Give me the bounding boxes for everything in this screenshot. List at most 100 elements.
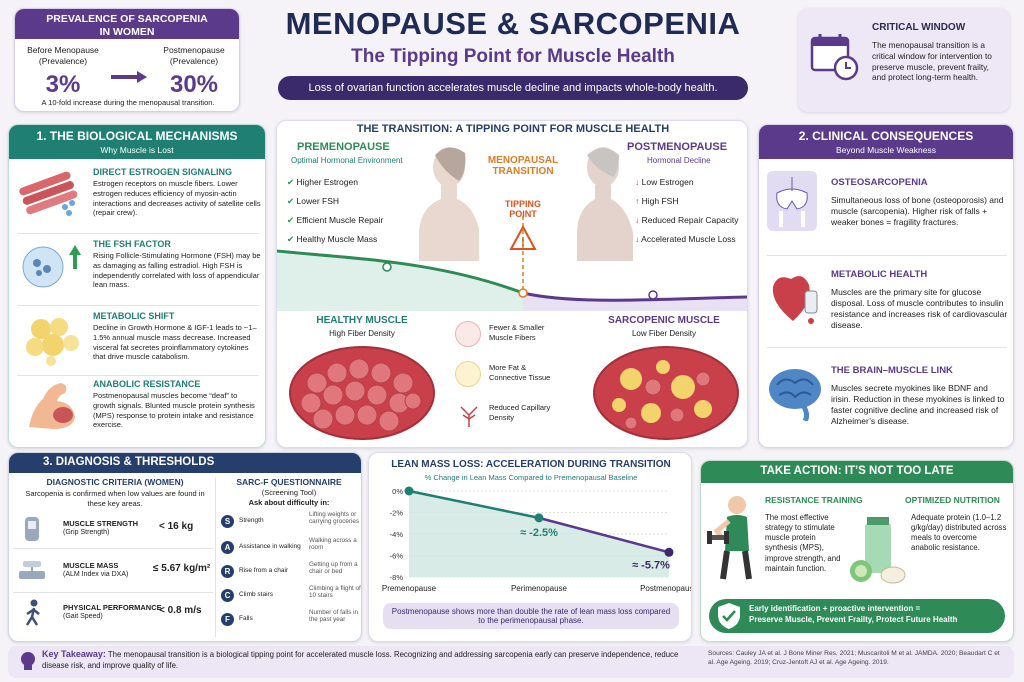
sarcf-desc: Walking across a room [309, 537, 357, 551]
criteria-row: PHYSICAL PERFORMANCE (Gait Speed) < 0.8 … [13, 593, 213, 633]
action-card: TAKE ACTION: IT’S NOT TOO LATE RESISTANC… [700, 460, 1014, 642]
mechanism-title: ANABOLIC RESISTANCE [93, 379, 201, 389]
y-tick-label: -8% [390, 573, 404, 582]
nutrition-icon [847, 513, 907, 592]
sarcopenic-muscle-subtitle: Low Fiber Density [631, 329, 697, 338]
data-point [664, 547, 674, 557]
mechanism-title: METABOLIC SHIFT [93, 311, 175, 321]
sarcf-subtitle: (Screening Tool) [261, 488, 317, 497]
criteria-label: MUSCLE MASS [63, 561, 119, 570]
mechanism-item: METABOLIC SHIFT Decline in Growth Hormon… [9, 307, 265, 377]
sarcopenic-muscle-cross-section [591, 343, 741, 447]
criteria-value: < 16 kg [159, 521, 194, 532]
heart-glucose-icon [767, 267, 823, 332]
change-item: More Fat & Connective Tissue [489, 363, 551, 382]
criteria-sub: (Grip Strength) [63, 529, 110, 536]
diagnosis-title: 3. DIAGNOSIS & THRESHOLDS [9, 453, 361, 473]
hormone-cell-icon [19, 241, 85, 296]
clinical-title: 2. CLINICAL CONSEQUENCES [798, 129, 974, 143]
nutrition-title: OPTIMIZED NUTRITION [905, 495, 1000, 505]
banner: Loss of ovarian function accelerates mus… [278, 76, 748, 100]
mechanism-item: DIRECT ESTROGEN SIGNALING Estrogen recep… [9, 161, 265, 231]
criteria-label: PHYSICAL PERFORMANCE [63, 603, 162, 612]
post-item: Low Estrogen [641, 177, 694, 187]
check-icon: ✔ [287, 196, 295, 206]
data-label: ≈ -2.5% [520, 527, 558, 539]
sarcf-letter: A [221, 541, 234, 554]
nutrition-text: Adequate protein (1.0–1.2 g/kg/day) dist… [911, 513, 1007, 553]
mechanism-text: Decline in Growth Hormone & IGF-1 leads … [93, 323, 257, 362]
chart-note: Postmenopause shows more than double the… [383, 603, 679, 629]
after-value: 30% [169, 71, 219, 98]
sarcf-letter: S [221, 515, 234, 528]
mechanism-text: Postmenopausal muscles become “deaf” to … [93, 391, 255, 430]
shield-check-icon [715, 602, 743, 635]
sarcf-letter: R [221, 565, 234, 578]
chart-title: LEAN MASS LOSS: ACCELERATION DURING TRAN… [391, 459, 671, 470]
transition-panel: THE TRANSITION: A TIPPING POINT FOR MUSC… [276, 120, 748, 448]
mechanisms-title: 1. THE BIOLOGICAL MECHANISMS [36, 129, 238, 143]
pelvis-bone-icon [767, 171, 817, 236]
sarcf-letter: F [221, 613, 234, 626]
post-list: ↓ Low Estrogen ↑ High FSH ↓ Reduced Repa… [635, 177, 738, 253]
clinical-item: OSTEOSARCOPENIA Simultaneous loss of bon… [759, 163, 1013, 253]
criteria-sub: (ALM Index via DXA) [63, 571, 129, 578]
sarcf-name: Strength [239, 517, 264, 524]
sarcf-name: Rise from a chair [239, 567, 289, 574]
pre-list: ✔ Higher Estrogen ✔ Lower FSH ✔ Efficien… [287, 177, 383, 253]
clinical-card: 2. CLINICAL CONSEQUENCES Beyond Muscle W… [758, 124, 1014, 448]
pre-item: Healthy Muscle Mass [296, 234, 378, 244]
arrow-right-icon [109, 69, 149, 85]
x-tick-label: Postmenopause [640, 584, 692, 593]
chart-subtitle: % Change in Lean Mass Compared to Premen… [424, 473, 638, 482]
capillary-icon [457, 403, 481, 432]
header: MENOPAUSE & SARCOPENIA The Tipping Point… [248, 6, 778, 100]
mechanisms-subtitle: Why Muscle is Lost [100, 145, 174, 155]
mechanism-item: THE FSH FACTOR Rising Follicle-Stimulati… [9, 235, 265, 305]
critical-window-card: CRITICAL WINDOW The menopausal transitio… [798, 8, 1010, 112]
cta-text: Early identification + proactive interve… [749, 604, 958, 625]
woman-profile-young-icon [413, 141, 483, 266]
clinical-item-title: THE BRAIN–MUSCLE LINK [831, 365, 953, 376]
muscle-fiber-icon [17, 167, 79, 222]
clinical-item: THE BRAIN–MUSCLE LINK Muscles secrete my… [759, 349, 1013, 447]
takeaway: Key Takeaway: The menopausal transition … [42, 649, 702, 671]
sarcf-name: Climb stairs [239, 591, 273, 598]
post-item: Reduced Repair Capacity [641, 215, 739, 225]
critical-text: The menopausal transition is a critical … [872, 40, 992, 83]
mechanism-title: THE FSH FACTOR [93, 239, 171, 249]
walking-person-icon [21, 599, 45, 632]
flexed-arm-icon [23, 377, 85, 438]
clinical-item: METABOLIC HEALTH Muscles are the primary… [759, 257, 1013, 347]
criteria-row: MUSCLE MASS (ALM Index via DXA) ≤ 5.67 k… [13, 549, 213, 593]
before-value: 3% [45, 71, 81, 98]
arrow-down-icon: ↑ [635, 196, 640, 206]
cta-box: Early identification + proactive interve… [709, 599, 1005, 633]
clinical-item-text: Muscles are the primary site for glucose… [831, 287, 1008, 331]
post-item: Accelerated Muscle Loss [641, 234, 736, 244]
before-label: Before Menopause (Prevalence) [27, 45, 99, 67]
check-icon: ✔ [287, 177, 295, 187]
sarcf-name: Falls [239, 615, 253, 622]
pre-item: Lower FSH [296, 196, 340, 206]
lightbulb-icon [18, 651, 38, 678]
footer: Key Takeaway: The menopausal transition … [8, 646, 1014, 678]
y-tick-label: -2% [390, 509, 404, 518]
sarcf-title: SARC-F QUESTIONNAIRE [236, 477, 342, 487]
fat-cells-icon [21, 311, 83, 372]
change-item: Reduced Capillary Density [489, 403, 551, 422]
rt-title: RESISTANCE TRAINING [765, 495, 863, 505]
sources: Sources: Cauley JA et al. J Bone Miner R… [708, 650, 1000, 666]
clinical-item-text: Muscles secrete myokines like BDNF and i… [831, 383, 1005, 427]
criteria-sub: (Gait Speed) [63, 613, 103, 620]
fewer-fibers-icon [455, 321, 481, 347]
takeaway-text: The menopausal transition is a biologica… [42, 650, 679, 670]
sarcf-desc: Climbing a flight of 10 stairs [309, 585, 361, 599]
critical-title: CRITICAL WINDOW [872, 22, 966, 33]
sarcopenic-muscle-title: SARCOPENIC MUSCLE [608, 315, 720, 326]
grip-dynamometer-icon [19, 515, 45, 548]
page-subtitle: The Tipping Point for Muscle Health [351, 46, 675, 67]
